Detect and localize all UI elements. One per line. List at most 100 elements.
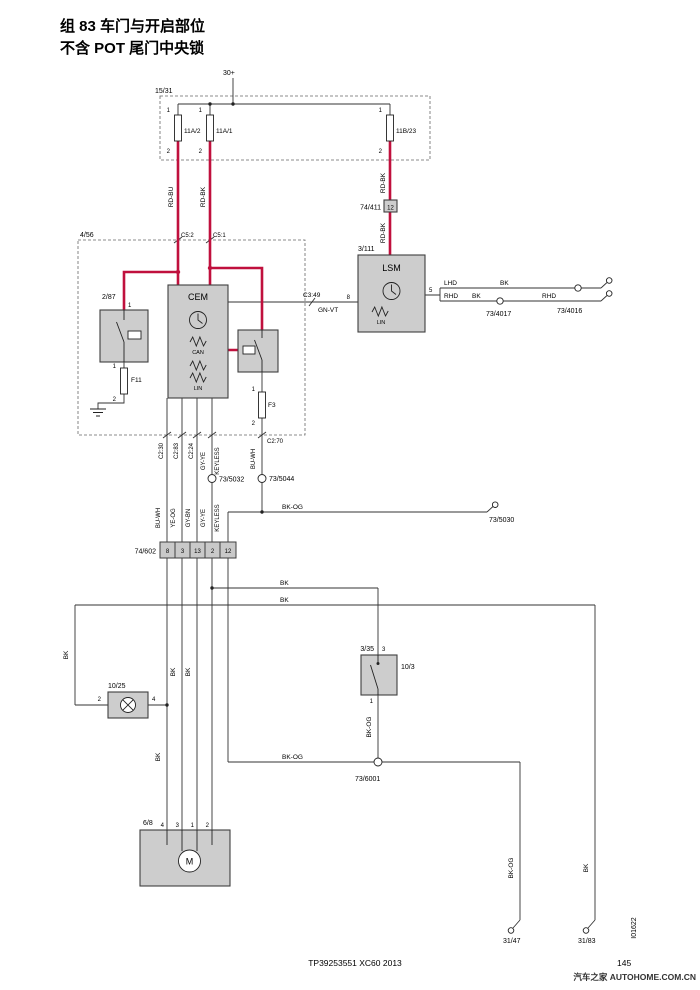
wire-label-gy-bn: GY-BN (186, 509, 192, 527)
wire-label-bk: BK (170, 667, 177, 676)
lamp-pin-left: 2 (98, 697, 102, 703)
connector-c2-24-label: C2:24 (189, 442, 195, 459)
page-title-line1: 组 83 车门与开启部位 (60, 17, 205, 35)
switch-3-35-blade-icon (370, 655, 379, 695)
unit-2-87-pin-top: 1 (128, 303, 132, 309)
rhd-label-2: RHD (542, 293, 556, 300)
strip-to-motor-wires (166, 558, 229, 830)
fuse-f3-symbol (258, 391, 266, 419)
fuse3-pin-bottom: 2 (379, 149, 383, 155)
lamp-ground-wire (74, 604, 596, 929)
fuse-f11-pin-top: 1 (113, 364, 117, 370)
cem-output-wires (166, 398, 213, 542)
lsm-pin-in: 8 (347, 295, 351, 301)
wire-label-bk: BK (583, 863, 590, 872)
power-bus-wire (177, 78, 391, 115)
footer-page-number: 145 (617, 958, 631, 968)
fuse-f3-pin-bottom: 2 (252, 421, 256, 427)
fuse1-label: 11A/2 (184, 128, 201, 135)
strip-pin-13: 13 (194, 549, 201, 555)
ground-symbol (90, 408, 106, 417)
cem-node-hands-icon (197, 313, 203, 324)
switch-3-35-box (360, 654, 398, 696)
motor-leads (166, 830, 213, 851)
connector-c2-83-label: C2:83 (174, 442, 180, 459)
wire-label-gn-vt: GN-VT (318, 307, 338, 314)
wire-label-bk: BK (280, 580, 289, 587)
fuse-f11-pin-bottom: 2 (113, 397, 117, 403)
motor-pin-1: 1 (191, 823, 195, 829)
switch-pin-bottom: 1 (370, 699, 374, 705)
connector-73-5044-label: 73/5044 (269, 476, 294, 483)
junction-dot (231, 102, 235, 106)
fusebox-15-31-outline (159, 95, 431, 161)
connector-73-4016-label: 73/4016 (557, 308, 582, 315)
junction-dot (210, 586, 214, 590)
connector-73-6001-label: 73/6001 (355, 776, 380, 783)
strip-74-602-label: 74/602 (135, 549, 157, 556)
bk-og-ground-wire (228, 761, 521, 929)
unit-2-87-switch-icon (116, 310, 125, 362)
bk-og-top-wire (227, 506, 494, 542)
strip-pin-3: 3 (181, 549, 185, 555)
rhd-end-connector-circle (605, 290, 613, 297)
connector-74-411-label: 74/411 (360, 205, 381, 212)
lsm-node-hands-icon (391, 284, 397, 295)
lsm-lin-resistor-icon (371, 305, 389, 318)
connector-73-5032-circle (207, 474, 217, 483)
junction-dot (165, 703, 169, 707)
lamp-bulb-cross-icon (122, 699, 134, 711)
connector-74-411-pin: 12 (387, 206, 394, 212)
motor-symbol-icon (178, 849, 201, 873)
cem-node-icon (189, 311, 207, 329)
fuse2-pin-top: 1 (199, 108, 203, 114)
junction-dot (208, 102, 212, 106)
unit-2-87-label: 2/87 (102, 294, 116, 301)
lock-switch-resistor-icon (242, 345, 256, 355)
ground-31-47-circle (507, 927, 515, 934)
wire-label-rd-bu: RD-BU (168, 186, 175, 207)
switch-10-3-label: 10/3 (401, 664, 415, 671)
wire-label-ye-og: YE-OG (171, 508, 177, 528)
cem-area-4-56-outline (77, 239, 306, 436)
area-4-56-label: 4/56 (80, 232, 94, 239)
connector-73-5044-circle (257, 474, 267, 483)
connector-73-5030-label: 73/5030 (489, 517, 514, 524)
cem-name-label: CEM (188, 292, 208, 302)
wire-label-rd-bk: RD-BK (380, 172, 387, 193)
cem-can-resistor-icon (189, 335, 207, 348)
wire-label-rd-bk: RD-BK (200, 186, 207, 207)
footer-doc-code: TP39253551 XC60 2013 (308, 958, 402, 968)
red-junction-dot (175, 269, 181, 275)
wire-label-rd-bk: RD-BK (380, 222, 387, 243)
wire-label-keyless: KEYLESS (215, 504, 221, 531)
lsm-node-icon (382, 282, 401, 300)
lsm-pin-out: 5 (429, 288, 433, 294)
lsm-id-label: 3/111 (358, 246, 375, 253)
connector-73-5032-label: 73/5032 (219, 477, 244, 484)
wire-label-keyless: KEYLESS (215, 447, 221, 474)
wire-label-bk: BK (185, 667, 192, 676)
connector-c5-1-label: C5:1 (213, 233, 226, 239)
strip-pin-12: 12 (225, 549, 232, 555)
fusebox-id-label: 15/31 (155, 88, 173, 95)
motor-m-symbol: M (186, 857, 194, 867)
rhd-label: RHD (444, 293, 458, 300)
red-power-wires (122, 141, 392, 352)
red-junction-dot (207, 265, 213, 271)
wire-label-bk: BK (155, 752, 162, 761)
connector-73-4016-circle (574, 284, 582, 292)
lhd-label: LHD (444, 280, 457, 287)
supply-30-label: 30+ (223, 70, 235, 77)
fuse1-pin-top: 1 (167, 108, 171, 114)
strip-pin-2: 2 (211, 549, 215, 555)
fuse3-pin-top: 1 (379, 108, 383, 114)
fuse2-label: 11A/1 (216, 128, 233, 135)
lsm-lin-label: LIN (377, 320, 386, 326)
cem-can-label: CAN (192, 350, 204, 356)
connector-c2-70-label: C2:70 (267, 439, 284, 445)
lhd-end-connector-circle (605, 277, 613, 284)
wire-label-gy-ye: GY-YE (201, 452, 207, 470)
fuse-f11-label: F11 (131, 377, 142, 384)
